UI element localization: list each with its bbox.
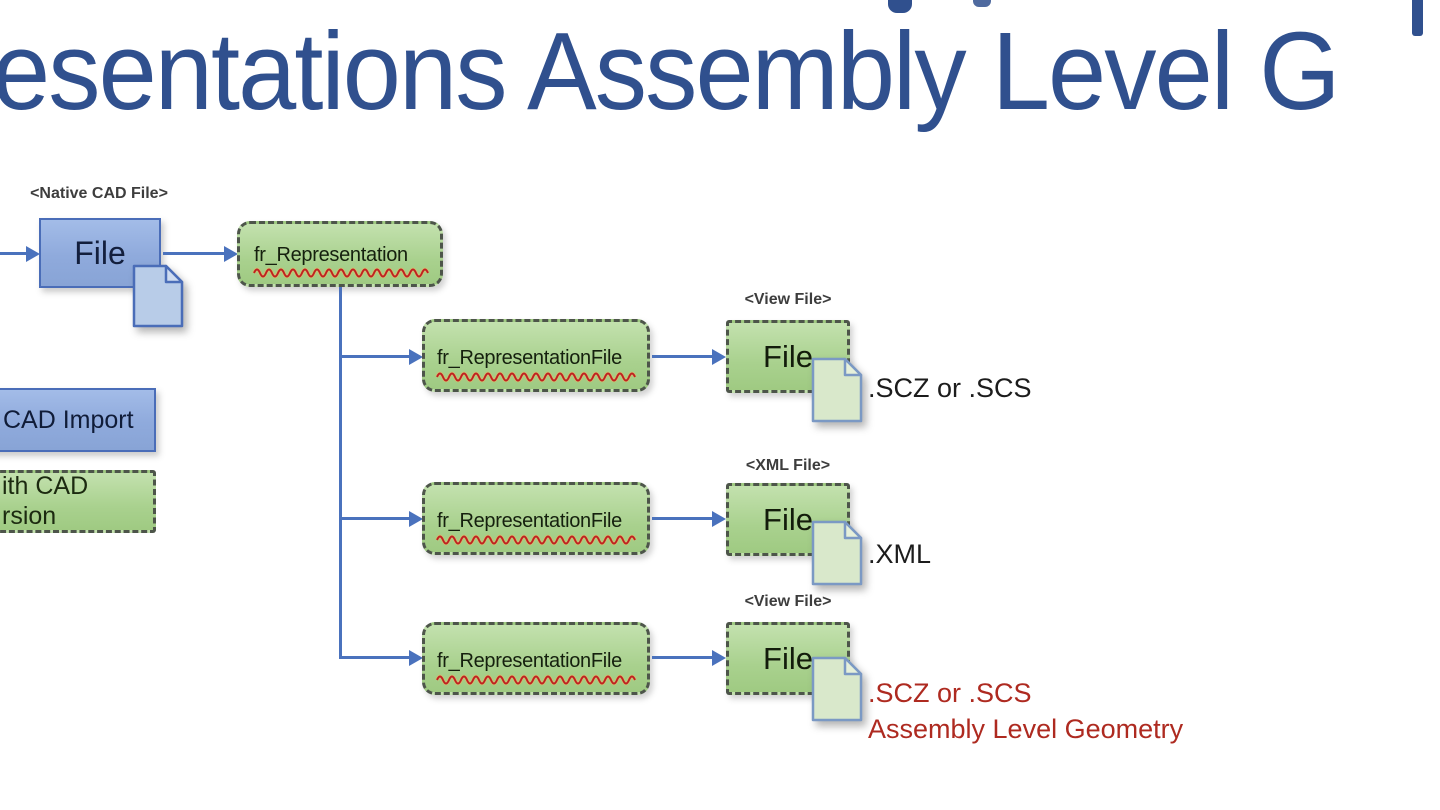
xml-file-tag: <XML File> (745, 457, 831, 474)
spellcheck-squiggle-icon (435, 371, 637, 383)
connector-line (652, 517, 712, 520)
file-extension-note: .SCZ or .SCS (868, 373, 1032, 403)
file-label: File (763, 641, 813, 676)
fr-representationfile-label: fr_RepresentationFile (437, 650, 622, 672)
arrowhead-icon (712, 650, 726, 666)
document-icon (811, 357, 863, 423)
fr-representation-label: fr_Representation (254, 244, 408, 266)
fr-representationfile-box: fr_RepresentationFile (422, 482, 650, 555)
document-icon (811, 656, 863, 722)
connector-line (652, 355, 712, 358)
connector-line (340, 517, 409, 520)
legend-cad-conversion-box (0, 470, 156, 533)
file-label: File (763, 502, 813, 537)
fr-representationfile-label: fr_RepresentationFile (437, 510, 622, 532)
connector-line (163, 252, 224, 255)
native-cad-file-label: File (74, 235, 126, 271)
slide-title: esentations Assembly Level G (0, 10, 1341, 133)
arrowhead-icon (409, 511, 423, 527)
fr-representationfile-box: fr_RepresentationFile (422, 319, 650, 392)
native-cad-file-tag: <Native CAD File> (30, 185, 168, 202)
arrowhead-icon (26, 246, 40, 262)
crop-artifact (888, 0, 912, 13)
fr-representation-box: fr_Representation (237, 221, 443, 287)
view-file-tag: <View File> (744, 291, 832, 308)
legend-cad-conversion-line2: rsion (2, 502, 57, 530)
connector-line (339, 287, 342, 659)
document-icon (132, 264, 184, 328)
spellcheck-squiggle-icon (435, 674, 637, 686)
arrowhead-icon (712, 349, 726, 365)
arrowhead-icon (409, 349, 423, 365)
legend-cad-import-label: CAD Import (3, 406, 134, 434)
arrowhead-icon (409, 650, 423, 666)
file-extension-note: .SCZ or .SCS (868, 678, 1032, 708)
native-cad-file-box: File (39, 218, 161, 288)
connector-line (652, 656, 712, 659)
connector-line (0, 252, 26, 255)
crop-artifact (973, 0, 991, 7)
connector-line (340, 355, 409, 358)
spellcheck-squiggle-icon (252, 267, 430, 279)
assembly-geometry-note: Assembly Level Geometry (868, 714, 1184, 744)
arrowhead-icon (712, 511, 726, 527)
fr-representationfile-label: fr_RepresentationFile (437, 347, 622, 369)
arrowhead-icon (224, 246, 238, 262)
legend-cad-import-box (0, 388, 156, 452)
fr-representationfile-box: fr_RepresentationFile (422, 622, 650, 695)
file-label: File (763, 339, 813, 374)
file-extension-note: .XML (868, 539, 932, 569)
spellcheck-squiggle-icon (435, 534, 637, 546)
view-file-tag: <View File> (744, 593, 832, 610)
connector-line (340, 656, 409, 659)
crop-artifact (1412, 0, 1423, 36)
legend-cad-conversion-line1: ith CAD (2, 472, 89, 500)
document-icon (811, 520, 863, 586)
